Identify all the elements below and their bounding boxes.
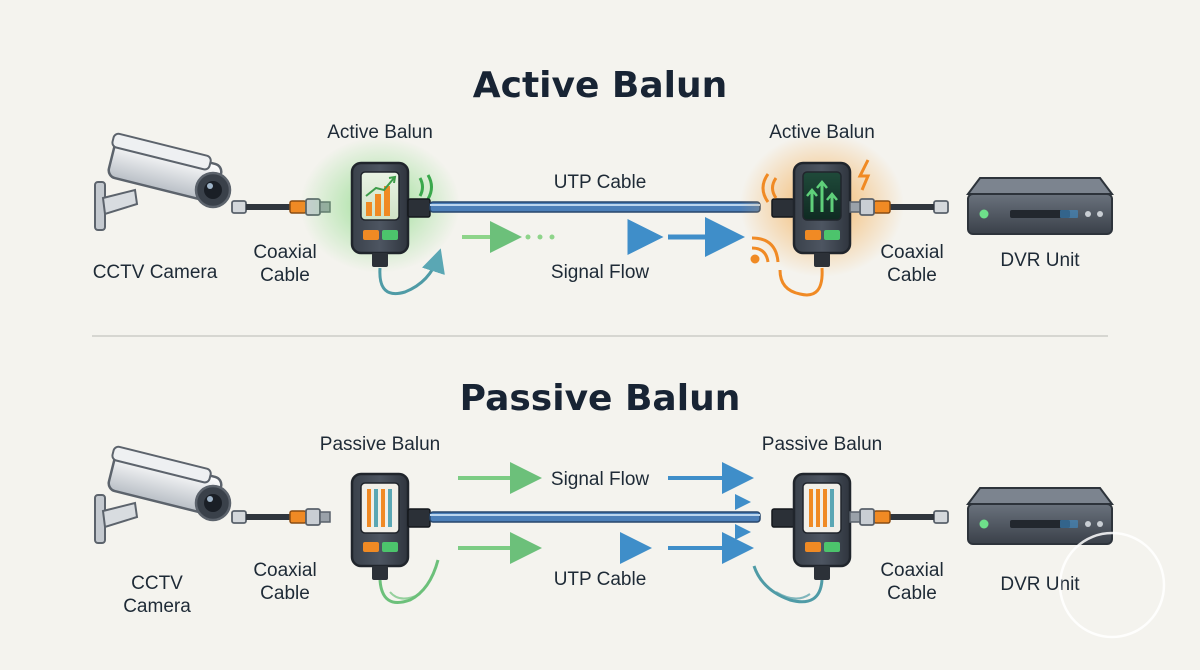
utp-cable	[429, 511, 761, 523]
loop-arrow	[378, 559, 440, 604]
passive-section-title: Passive Balun	[460, 378, 741, 419]
orange-signal-icon	[750, 236, 780, 264]
signal-flow-label: Signal Flow	[551, 262, 649, 283]
coax-label-line-1: Coaxial	[880, 560, 943, 581]
camera-label-line-1: CCTV	[131, 573, 183, 594]
loop-arrow	[778, 267, 824, 297]
coax-label-line-2: Cable	[887, 265, 937, 286]
balun-label: Active Balun	[769, 122, 875, 143]
balun-label: Active Balun	[327, 122, 433, 143]
utp-cable	[429, 201, 761, 213]
dvr-unit-icon	[967, 177, 1113, 235]
cctv-camera-icon	[93, 444, 232, 545]
coax-label-line-1: Coaxial	[880, 242, 943, 263]
coax-label-line-2: Cable	[260, 265, 310, 286]
dvr-label: DVR Unit	[1000, 250, 1080, 271]
coax-label-line-2: Cable	[887, 583, 937, 604]
dvr-label: DVR Unit	[1000, 574, 1080, 595]
utp-cable-label: UTP Cable	[554, 569, 647, 590]
passive-balun-device	[792, 472, 852, 580]
active-balun-device	[350, 161, 410, 267]
active-section-title: Active Balun	[473, 65, 728, 106]
camera-label-line-2: Camera	[123, 596, 191, 617]
signal-flow-label: Signal Flow	[551, 469, 649, 490]
loop-arrow	[378, 248, 445, 295]
rj45-connector-icon	[407, 508, 431, 528]
coax-label-line-1: Coaxial	[253, 560, 316, 581]
passive-balun-device	[350, 472, 410, 580]
dvr-unit-icon	[967, 487, 1113, 545]
watermark-circle	[1058, 531, 1166, 639]
rj45-connector-icon	[771, 508, 795, 528]
wifi-icon	[771, 177, 778, 199]
rj45-connector-icon	[771, 198, 795, 218]
coax-connector-icon	[849, 508, 949, 526]
cctv-camera-icon	[93, 131, 232, 232]
active-balun-device	[792, 161, 852, 267]
signal-dots	[525, 234, 555, 240]
rj45-connector-icon	[407, 198, 431, 218]
coax-label-line-2: Cable	[260, 583, 310, 604]
coax-label-line-1: Coaxial	[253, 242, 316, 263]
balun-label: Passive Balun	[320, 434, 440, 455]
camera-label: CCTV Camera	[93, 262, 218, 283]
balun-label: Passive Balun	[762, 434, 882, 455]
utp-cable-label: UTP Cable	[554, 172, 647, 193]
coax-connector-icon	[231, 508, 331, 526]
lightning-icon	[857, 159, 871, 191]
loop-arrow	[752, 565, 824, 604]
wifi-icon	[426, 174, 433, 200]
